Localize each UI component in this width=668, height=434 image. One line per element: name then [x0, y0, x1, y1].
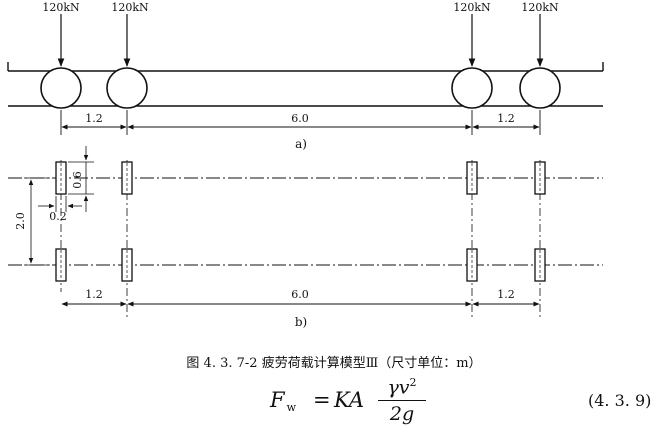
load-label-2: 120kN	[111, 1, 149, 14]
formula-equals: =	[313, 388, 331, 412]
wheel-4	[519, 67, 561, 109]
load-label-1: 120kN	[42, 1, 80, 14]
formula-denominator: 2g	[389, 403, 415, 425]
track-dim: 2.0	[14, 212, 27, 230]
load-label-3: 120kN	[453, 1, 491, 14]
formula-fraction: γv2 2g	[378, 376, 426, 425]
top-dim-3: 1.2	[497, 112, 515, 125]
formula-numerator-text: γv	[387, 376, 410, 399]
figure-caption: 图 4. 3. 7-2 疲劳荷载计算模型Ⅲ（尺寸单位：m）	[186, 356, 482, 371]
equation-number: (4. 3. 9)	[588, 391, 652, 410]
tire-length-dim: 0.6	[71, 171, 84, 189]
plan-view: 0.6 0.2 2.0 1.2 6.0 1.2 b)	[8, 146, 603, 329]
bottom-dim-2: 6.0	[291, 288, 309, 301]
bottom-dim-3: 1.2	[497, 288, 515, 301]
fraction-bar	[378, 400, 426, 401]
wheel-2	[106, 67, 148, 109]
tire-width-dim: 0.2	[49, 210, 67, 223]
elevation-view: 120kN 120kN 120kN 120kN 1.2 6.0 1.2 a)	[7, 1, 604, 151]
formula-lhs-symbol: F	[270, 388, 285, 412]
formula-numerator: γv2	[378, 376, 426, 399]
formula-numerator-exponent: 2	[409, 376, 417, 389]
formula-lhs-subscript: w	[286, 401, 296, 414]
top-dim-2: 6.0	[291, 112, 309, 125]
top-dim-1: 1.2	[85, 112, 103, 125]
wheel-3	[451, 67, 493, 109]
formula-rhs-prefix: KA	[334, 388, 365, 412]
bottom-dim-1: 1.2	[85, 288, 103, 301]
label-a: a)	[295, 137, 307, 151]
wheel-1	[40, 67, 82, 109]
label-b: b)	[295, 315, 307, 329]
load-label-4: 120kN	[521, 1, 559, 14]
